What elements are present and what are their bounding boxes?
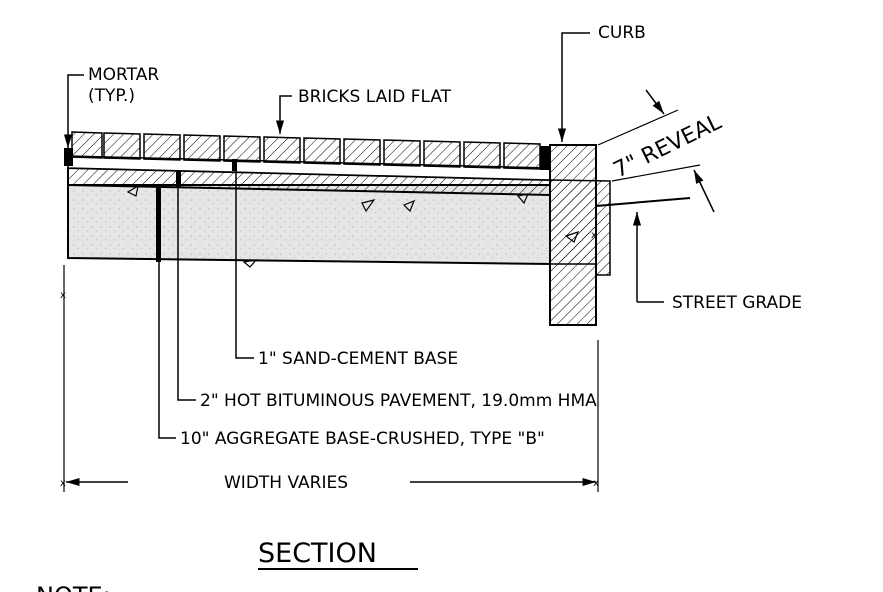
brick-row	[71, 131, 541, 170]
street-grade-label: STREET GRADE	[672, 293, 802, 313]
hot-bituminous-label: 2" HOT BITUMINOUS PAVEMENT, 19.0mm HMA	[200, 391, 597, 411]
mortar-right	[540, 146, 550, 170]
bricks-leader	[275, 95, 292, 134]
width-label: WIDTH VARIES	[224, 473, 348, 493]
curb-leader	[557, 32, 590, 142]
width-x-left-top: x	[60, 290, 66, 301]
aggregate-joint	[156, 185, 161, 262]
mortar-left	[64, 148, 73, 166]
reveal-ext-top	[597, 109, 679, 146]
pavement-joint	[176, 168, 181, 187]
reveal-arrow-top	[645, 89, 665, 115]
curb-triangle	[564, 231, 580, 243]
bricks-label: BRICKS LAID FLAT	[298, 87, 452, 107]
aggregate-base-layer	[67, 184, 551, 266]
section-title: SECTION	[258, 538, 377, 569]
sand-cement-leader	[235, 168, 254, 359]
sand-cement-joint	[232, 159, 237, 171]
street-grade-line	[595, 197, 691, 207]
reveal-label: 7" REVEAL	[610, 110, 726, 184]
sand-cement-label: 1" SAND-CEMENT BASE	[258, 349, 458, 369]
width-x-left: x	[60, 478, 66, 489]
reveal-arrow-bottom	[693, 169, 715, 213]
aggregate-leader	[158, 262, 176, 439]
mortar-leader	[63, 74, 84, 148]
hot-bituminous-leader	[177, 185, 196, 401]
reveal-ext-bottom	[611, 164, 701, 182]
mortar-label-line1: MORTAR	[88, 65, 159, 85]
curb-label: CURB	[598, 23, 646, 43]
note-label: NOTE:	[36, 582, 111, 592]
curb-gutter	[549, 179, 611, 276]
curb-x-mark: x	[591, 230, 597, 241]
aggregate-label: 10" AGGREGATE BASE-CRUSHED, TYPE "B"	[180, 429, 545, 449]
width-x-right: x	[593, 478, 599, 489]
mortar-label-line2: (TYP.)	[88, 86, 135, 106]
